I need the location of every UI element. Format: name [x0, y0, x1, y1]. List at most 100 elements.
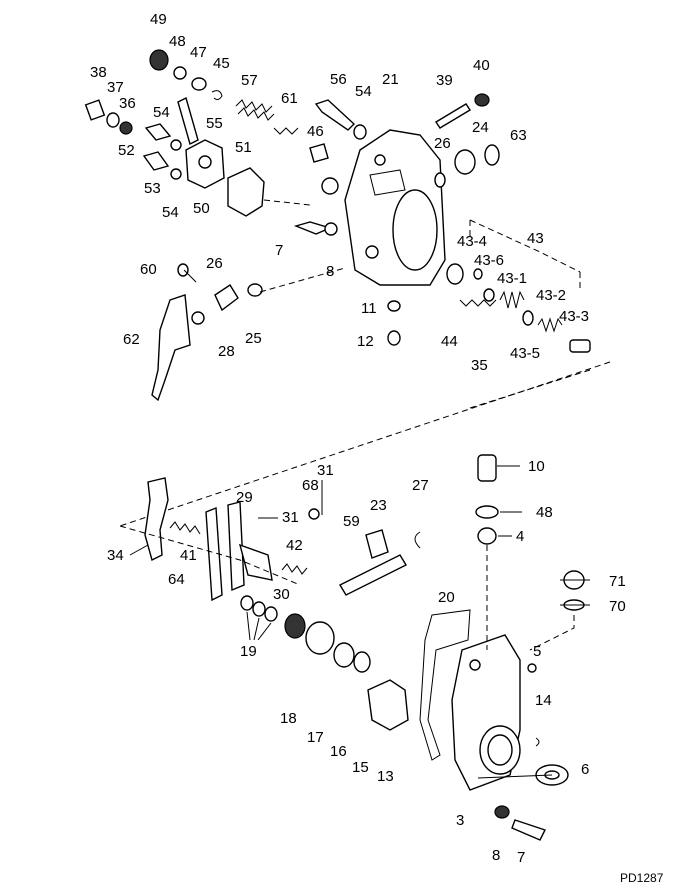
callout-38: 38	[90, 64, 107, 81]
callout-55: 55	[206, 115, 223, 132]
clip-27	[414, 531, 421, 549]
callout-70: 70	[609, 598, 626, 615]
callout-64: 64	[168, 571, 185, 588]
callout-8: 8	[326, 263, 334, 280]
callout-24: 24	[472, 119, 489, 136]
callout-48: 48	[169, 33, 186, 50]
callout-43: 43	[527, 230, 544, 247]
callout-36: 36	[119, 95, 136, 112]
spring-42	[281, 563, 308, 575]
callout-28: 28	[218, 343, 235, 360]
plug-24	[454, 149, 476, 175]
ring-18	[284, 613, 306, 639]
pointer-19	[246, 611, 272, 641]
callout-17: 17	[307, 729, 324, 746]
callout-52: 52	[118, 142, 135, 159]
callout-54: 54	[162, 204, 179, 221]
lever-62	[151, 294, 191, 402]
washer-8-upper	[324, 222, 338, 236]
callout-43-3: 43-3	[559, 308, 589, 325]
callout-10: 10	[528, 458, 545, 475]
callout-16: 16	[330, 743, 347, 760]
cam-13	[367, 679, 409, 731]
washer-37	[106, 112, 120, 128]
callout-44: 44	[441, 333, 458, 350]
callout-27: 27	[412, 477, 429, 494]
callout-68: 68	[302, 477, 319, 494]
callout-62: 62	[123, 331, 140, 348]
spring-61	[273, 127, 299, 135]
callout-12: 12	[357, 333, 374, 350]
bracket-43	[469, 219, 581, 273]
callout-60: 60	[140, 261, 157, 278]
nut-47	[191, 77, 207, 91]
lever-34	[144, 477, 169, 562]
washer-48-lower	[475, 505, 499, 519]
callout-7: 7	[275, 242, 283, 259]
callout-71: 71	[609, 573, 626, 590]
callout-50: 50	[193, 200, 210, 217]
callout-42: 42	[286, 537, 303, 554]
spring-57	[235, 99, 275, 121]
callout-26: 26	[434, 135, 451, 152]
link-64	[205, 506, 223, 602]
callout-43-1: 43-1	[497, 270, 527, 287]
screw-5	[527, 663, 537, 673]
callout-43-6: 43-6	[474, 252, 504, 269]
bolt-7-lower	[511, 819, 546, 841]
callout-43-2: 43-2	[536, 287, 566, 304]
callout-14: 14	[535, 692, 552, 709]
spring-41	[169, 521, 201, 535]
callout-54: 54	[355, 83, 372, 100]
callout-56: 56	[330, 71, 347, 88]
cap-49	[149, 49, 169, 71]
nut-11	[387, 300, 401, 312]
callout-40: 40	[473, 57, 490, 74]
lever-23	[365, 529, 389, 559]
nut-36	[119, 121, 133, 135]
callout-7: 7	[517, 849, 525, 866]
shaft-59	[339, 554, 407, 596]
clip-14	[535, 737, 540, 747]
callout-41: 41	[180, 547, 197, 564]
callout-45: 45	[213, 55, 230, 72]
callout-49: 49	[150, 11, 167, 28]
cap-10	[477, 454, 497, 482]
callout-43-5: 43-5	[510, 345, 540, 362]
bearing-16	[333, 642, 355, 668]
callout-20: 20	[438, 589, 455, 606]
bolt-52	[144, 123, 172, 141]
callout-23: 23	[370, 497, 387, 514]
lever-55	[177, 96, 199, 146]
callout-51: 51	[235, 139, 252, 156]
callout-8: 8	[492, 847, 500, 864]
callout-54: 54	[153, 104, 170, 121]
bolt-56	[314, 99, 356, 131]
washer-15	[353, 651, 371, 673]
callout-13: 13	[377, 768, 394, 785]
callout-31: 31	[282, 509, 299, 526]
nut-8-lower	[494, 805, 510, 819]
plug-25	[214, 284, 239, 312]
callout-21: 21	[382, 71, 399, 88]
pin-46	[309, 143, 329, 163]
callout-53: 53	[144, 180, 161, 197]
callout-37: 37	[107, 79, 124, 96]
spring-43-2	[537, 317, 563, 333]
callout-6: 6	[581, 761, 589, 778]
callout-4: 4	[516, 528, 524, 545]
callout-46: 46	[307, 123, 324, 140]
pump-body-3	[451, 634, 521, 791]
governor-housing-21	[344, 129, 446, 286]
callout-48: 48	[536, 504, 553, 521]
callout-39: 39	[436, 72, 453, 89]
sleeve-38	[84, 99, 106, 121]
callout-34: 34	[107, 547, 124, 564]
pin-39	[435, 103, 471, 129]
callout-5: 5	[533, 643, 541, 660]
gasket-20	[419, 609, 471, 761]
screw-35	[459, 299, 497, 307]
bolt-53	[142, 151, 170, 171]
callout-31: 31	[317, 462, 334, 479]
